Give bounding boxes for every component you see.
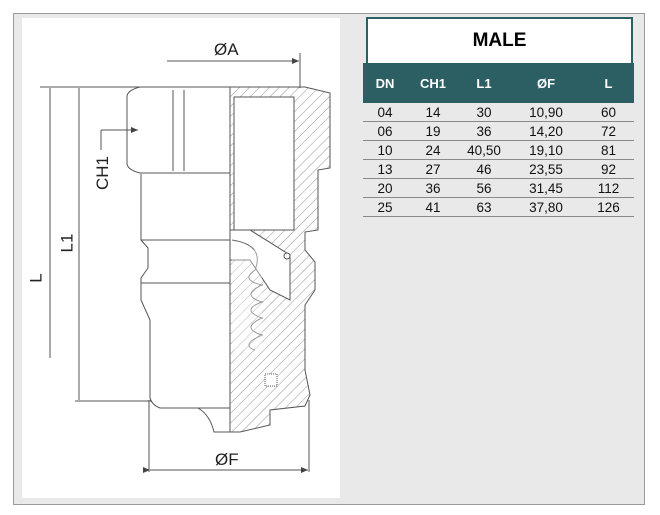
table-cell: 46 <box>459 159 509 179</box>
coupling-cross-section <box>40 53 331 473</box>
table-cell: 27 <box>407 159 459 179</box>
table-cell: 126 <box>583 197 634 217</box>
table-cell: 19 <box>407 121 459 141</box>
table-cell: 37,80 <box>509 197 583 217</box>
table-cell: 30 <box>459 103 509 122</box>
table-cell: 24 <box>407 140 459 160</box>
dim-l1-label: L1 <box>57 233 77 253</box>
dim-f-label: ØF <box>215 450 239 469</box>
table-cell: 04 <box>363 103 407 122</box>
table-header-row: DN CH1 L1 ØF L <box>363 63 634 103</box>
table-cell: 63 <box>459 197 509 217</box>
table-cell: 25 <box>363 197 407 217</box>
table-cell: 20 <box>363 178 407 198</box>
table-cell: 41 <box>407 197 459 217</box>
table-title: MALE <box>366 17 633 63</box>
header-l: L <box>583 63 634 103</box>
table-cell: 112 <box>583 178 634 198</box>
dim-ch1-label: CH1 <box>93 155 113 191</box>
table-cell: 10,90 <box>509 103 583 122</box>
table-cell: 56 <box>459 178 509 198</box>
table-cell: 40,50 <box>459 140 509 160</box>
table-cell: 23,55 <box>509 159 583 179</box>
table-cell: 14 <box>407 103 459 122</box>
dim-a-label: ØA <box>214 40 239 59</box>
table-cell: 81 <box>583 140 634 160</box>
table-cell: 72 <box>583 121 634 141</box>
table-cell: 60 <box>583 103 634 122</box>
header-l1: L1 <box>459 63 509 103</box>
table-cell: 19,10 <box>509 140 583 160</box>
header-ch1: CH1 <box>407 63 459 103</box>
dim-l-label: L <box>26 273 46 283</box>
table-cell: 10 <box>363 140 407 160</box>
header-of: ØF <box>509 63 583 103</box>
table-cell: 06 <box>363 121 407 141</box>
header-dn: DN <box>363 63 407 103</box>
table-cell: 36 <box>459 121 509 141</box>
table-cell: 36 <box>407 178 459 198</box>
table-cell: 13 <box>363 159 407 179</box>
table-cell: 92 <box>583 159 634 179</box>
table-cell: 31,45 <box>509 178 583 198</box>
table-cell: 14,20 <box>509 121 583 141</box>
technical-drawing: ØA ØF L L1 CH1 <box>22 18 340 498</box>
